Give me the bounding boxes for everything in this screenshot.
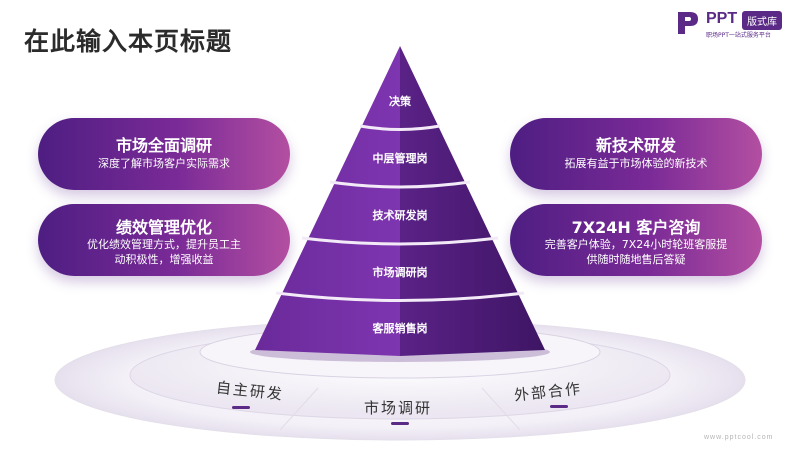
base-dot	[391, 422, 409, 425]
page-title: 在此输入本页标题	[24, 27, 233, 56]
card-title: 新技术研发	[595, 136, 676, 155]
card-market-research: 市场全面调研 深度了解市场客户实际需求	[38, 118, 290, 190]
card-desc: 优化绩效管理方式，提升员工主动积极性，增强收益	[87, 238, 241, 266]
card-desc: 完善客户体验，7X24小时轮班客服提供随时随地售后答疑	[544, 238, 728, 266]
base-dot	[550, 405, 568, 408]
pyramid-tier-5: 客服销售岗	[372, 322, 428, 335]
logo-word: PPT	[706, 10, 738, 27]
watermark: www.pptcool.com	[704, 434, 774, 441]
card-title: 绩效管理优化	[115, 218, 212, 237]
pyramid-tier-3: 技术研发岗	[372, 209, 428, 222]
card-customer-service: 7X24H 客户咨询 完善客户体验，7X24小时轮班客服提供随时随地售后答疑	[510, 204, 762, 276]
card-title: 市场全面调研	[115, 136, 212, 155]
card-desc: 拓展有益于市场体验的新技术	[564, 157, 708, 170]
ppt-logo-icon	[678, 12, 698, 34]
base-dot	[232, 406, 250, 409]
pyramid-tier-1: 决策	[389, 95, 411, 108]
pyramid-tier-4: 市场调研岗	[372, 266, 428, 279]
logo-subtitle: 职场PPT一站式服务平台	[706, 32, 771, 39]
card-title: 7X24H 客户咨询	[571, 218, 701, 237]
logo-badge: 版式库	[742, 11, 782, 30]
card-new-tech: 新技术研发 拓展有益于市场体验的新技术	[510, 118, 762, 190]
pyramid-tier-2: 中层管理岗	[372, 152, 428, 165]
card-desc: 深度了解市场客户实际需求	[98, 157, 230, 170]
card-performance: 绩效管理优化 优化绩效管理方式，提升员工主动积极性，增强收益	[38, 204, 290, 276]
logo: PPT 版式库 职场PPT一站式服务平台	[676, 8, 794, 40]
base-label-market: 市场调研	[364, 399, 433, 417]
